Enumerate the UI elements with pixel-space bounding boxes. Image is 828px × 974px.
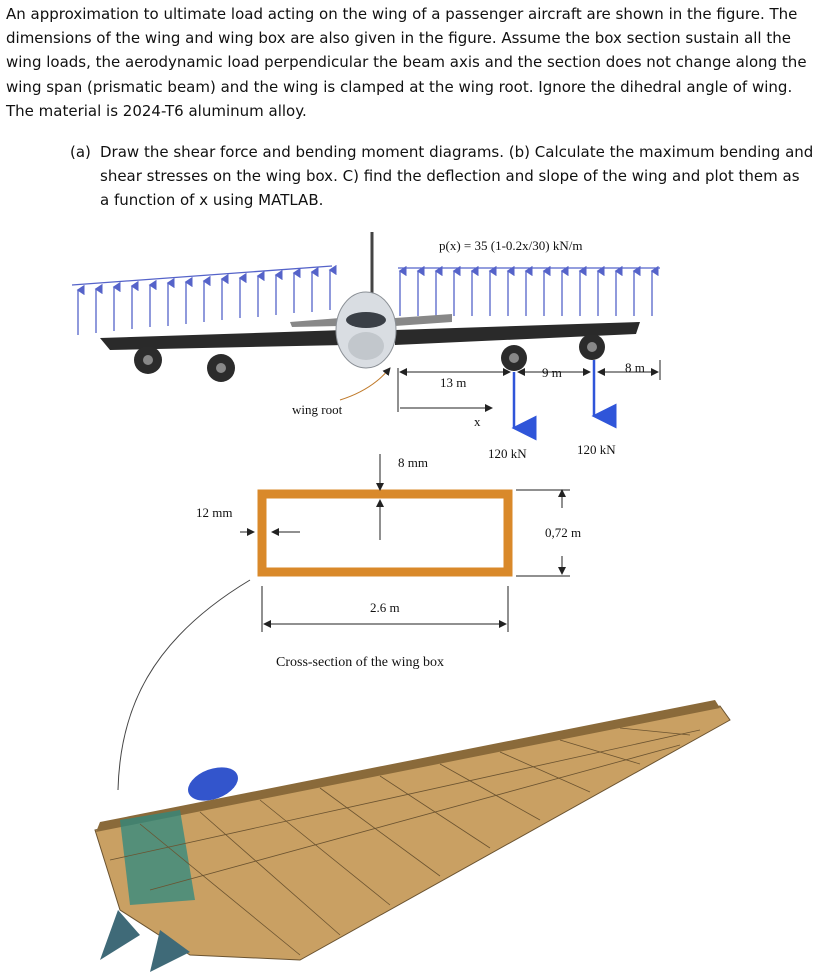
part-label: (a): [70, 143, 91, 161]
web-thickness: 12 mm: [196, 505, 233, 520]
engine-force-2: 120 kN: [577, 442, 616, 457]
intro-line: dimensions of the wing and wing box are …: [6, 29, 791, 48]
dimension-13m: 13 m: [440, 375, 467, 390]
left-load-arrows: [71, 264, 337, 335]
part-line: shear stresses on the wing box. C) find …: [100, 167, 800, 186]
wing-root-label: wing root: [292, 402, 343, 417]
span-dimensions: [339, 360, 661, 412]
box-height: 0,72 m: [545, 525, 582, 540]
engine-force-1: 120 kN: [488, 446, 527, 461]
engine-point-loads: [511, 360, 617, 441]
dimension-9m: 9 m: [542, 365, 562, 380]
wing-box-section: [117, 454, 570, 791]
box-width: 2.6 m: [370, 600, 400, 615]
intro-line: An approximation to ultimate load acting…: [6, 5, 798, 23]
dimension-8m: 8 m: [625, 360, 645, 375]
cross-section-caption: Cross-section of the wing box: [276, 655, 444, 670]
wing-3d-view: [94, 700, 731, 972]
intro-line: wing span (prismatic beam) and the wing …: [6, 77, 793, 96]
intro-line: The material is 2024-T6 aluminum alloy.: [6, 101, 307, 120]
intro-line: wing loads, the aerodynamic load perpend…: [6, 53, 807, 72]
part-line: a function of x using MATLAB.: [100, 191, 324, 210]
load-equation: p(x) = 35 (1-0.2x/30) kN/m: [439, 238, 583, 253]
aircraft-front-view: [100, 232, 640, 382]
question-part-a: (a) Draw the shear force and bending mom…: [70, 140, 825, 213]
problem-statement: An approximation to ultimate load acting…: [6, 2, 824, 123]
flange-thickness: 8 mm: [398, 455, 428, 470]
part-line: Draw the shear force and bending moment …: [100, 143, 814, 161]
x-axis-label: x: [474, 414, 481, 429]
right-load-arrows: [398, 265, 660, 316]
